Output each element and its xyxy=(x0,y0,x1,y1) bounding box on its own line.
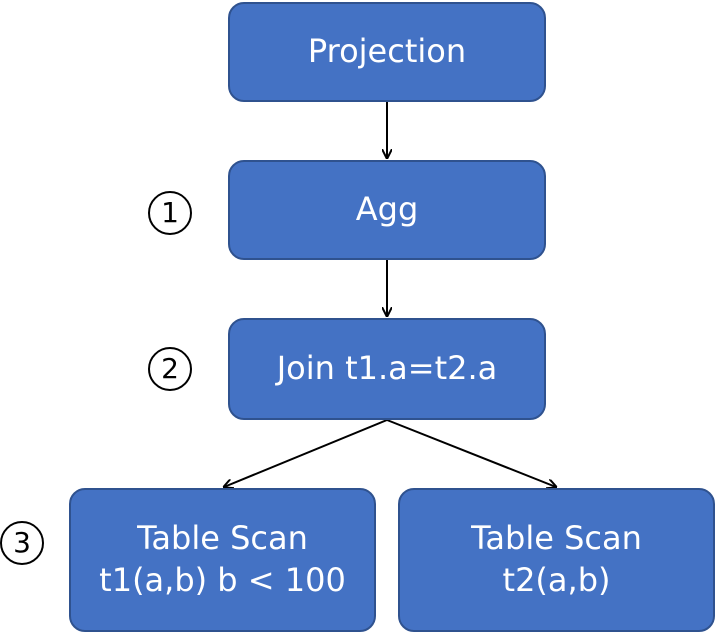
node-join: Join t1.a=t2.a xyxy=(228,318,546,420)
node-projection-label: Projection xyxy=(307,32,467,71)
node-agg: Agg xyxy=(228,160,546,260)
step-marker-2: 2 xyxy=(148,347,192,391)
node-table-scan-t1: Table Scan t1(a,b) b < 100 xyxy=(69,488,376,632)
step-marker-2-number: 2 xyxy=(161,352,179,385)
node-table-scan-t2-title: Table Scan xyxy=(471,519,642,558)
step-marker-3: 3 xyxy=(0,521,44,565)
node-table-scan-t2: Table Scan t2(a,b) xyxy=(398,488,715,632)
step-marker-1: 1 xyxy=(148,191,192,235)
node-projection: Projection xyxy=(228,2,546,102)
node-table-scan-t2-detail: t2(a,b) xyxy=(502,561,611,599)
node-join-label: Join t1.a=t2.a xyxy=(276,349,498,388)
edge-join-to-scan2 xyxy=(386,419,556,487)
step-marker-3-number: 3 xyxy=(13,526,31,559)
edge-join-to-scan1 xyxy=(224,419,388,487)
node-table-scan-t1-detail: t1(a,b) b < 100 xyxy=(99,561,346,599)
node-agg-label: Agg xyxy=(355,190,419,229)
node-table-scan-t1-title: Table Scan xyxy=(137,519,308,558)
step-marker-1-number: 1 xyxy=(161,196,179,229)
